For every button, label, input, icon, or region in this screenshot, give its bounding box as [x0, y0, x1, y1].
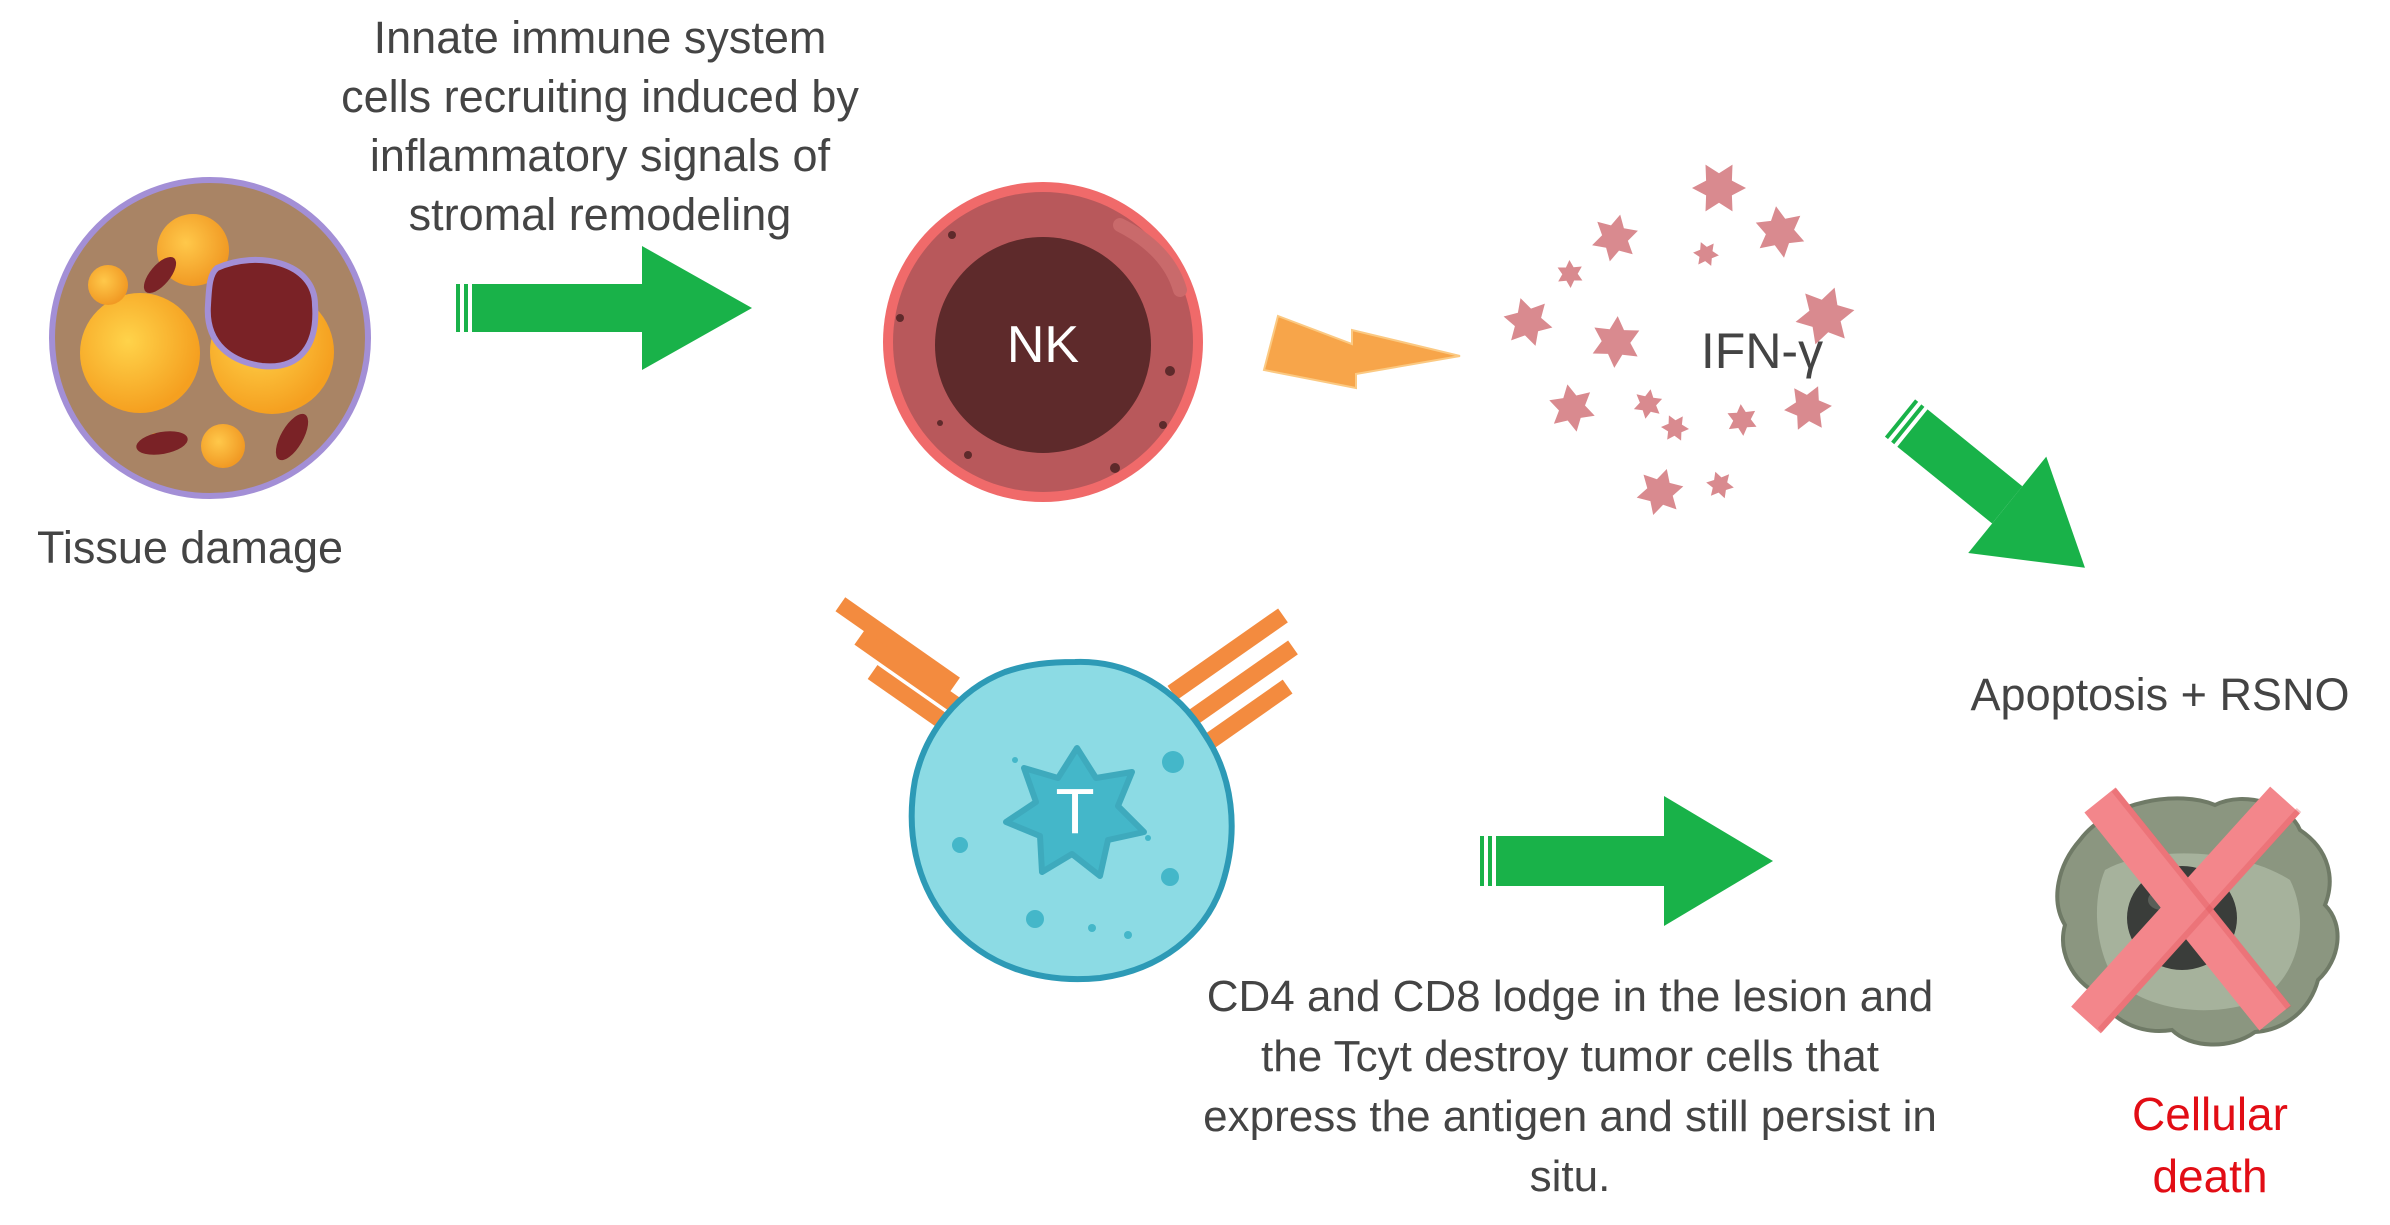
- vesicle-small-bottom: [201, 424, 245, 468]
- ifn-cytokine-cluster: [1503, 164, 1855, 515]
- cytokine-star: [1633, 389, 1663, 419]
- tissue-damage-cell: [49, 177, 371, 499]
- nk-label: NK: [1007, 316, 1080, 374]
- lightning-icon: [1262, 314, 1461, 390]
- apoptosis-label: Apoptosis + RSNO: [1970, 669, 2350, 720]
- cytokine-star: [1636, 469, 1684, 515]
- cytokine-star: [1661, 415, 1689, 441]
- cytokine-star: [1693, 242, 1719, 266]
- t-cell-nucleus: [1003, 745, 1147, 879]
- cytokine-star: [1795, 287, 1855, 345]
- ifn-label: IFN-γ: [1701, 323, 1823, 379]
- debris-1: [143, 256, 177, 294]
- cytokine-star: [1706, 471, 1734, 499]
- tissue-damage-label: Tissue damage: [37, 522, 343, 573]
- arrow-ifn-to-apoptosis: [1884, 399, 2085, 568]
- innate-recruitment-text: Innate immune system cells recruiting in…: [280, 8, 920, 244]
- cytokine-star: [1784, 386, 1832, 430]
- debris-3: [275, 413, 309, 461]
- cytokine-star: [1755, 206, 1805, 258]
- nk-cell: NK: [883, 182, 1203, 502]
- innate-line-1: Innate immune system: [373, 12, 827, 63]
- tissue-nucleus: [204, 256, 319, 370]
- debris-2: [136, 431, 188, 455]
- innate-line-4: stromal remodeling: [408, 189, 792, 240]
- vesicle-large-left: [80, 293, 200, 413]
- cytokine-star: [1557, 260, 1583, 288]
- nk-nucleus: [935, 237, 1151, 453]
- innate-line-2: cells recruiting induced by: [341, 71, 859, 122]
- t-cell: T: [908, 658, 1235, 983]
- cytokine-star: [1592, 316, 1640, 368]
- death-line-1: Cellular: [2132, 1088, 2288, 1140]
- cytokine-star: [1727, 404, 1757, 436]
- t-label: T: [1055, 775, 1094, 847]
- innate-line-3: inflammatory signals of: [369, 130, 831, 181]
- cellular-death-label: Cellular death: [2060, 1083, 2360, 1207]
- cd-line-3: express the antigen and still persist in: [1203, 1092, 1937, 1141]
- dead-tumor-cell: [2055, 786, 2340, 1047]
- cytokine-star: [1592, 214, 1638, 262]
- cd-line-2: the Tcyt destroy tumor cells that: [1261, 1032, 1879, 1081]
- vesicle-small-left: [88, 265, 128, 305]
- cross-stroke-2: [2071, 786, 2300, 1034]
- cytokine-star: [1503, 298, 1553, 346]
- tissue-cell-body: [49, 177, 371, 499]
- cytokine-star: [1549, 384, 1595, 432]
- cytokine-star: [1692, 164, 1746, 212]
- arrow-t-to-death: [1480, 796, 1773, 926]
- cd4-cd8-text: CD4 and CD8 lodge in the lesion and the …: [1110, 967, 2030, 1207]
- arrow-tissue-to-nk: [456, 246, 752, 370]
- cd-line-1: CD4 and CD8 lodge in the lesion and: [1206, 972, 1934, 1021]
- t-cell-receptors-right: [1167, 608, 1298, 762]
- death-line-2: death: [2152, 1150, 2268, 1202]
- cd-line-4: situ.: [1529, 1152, 1611, 1201]
